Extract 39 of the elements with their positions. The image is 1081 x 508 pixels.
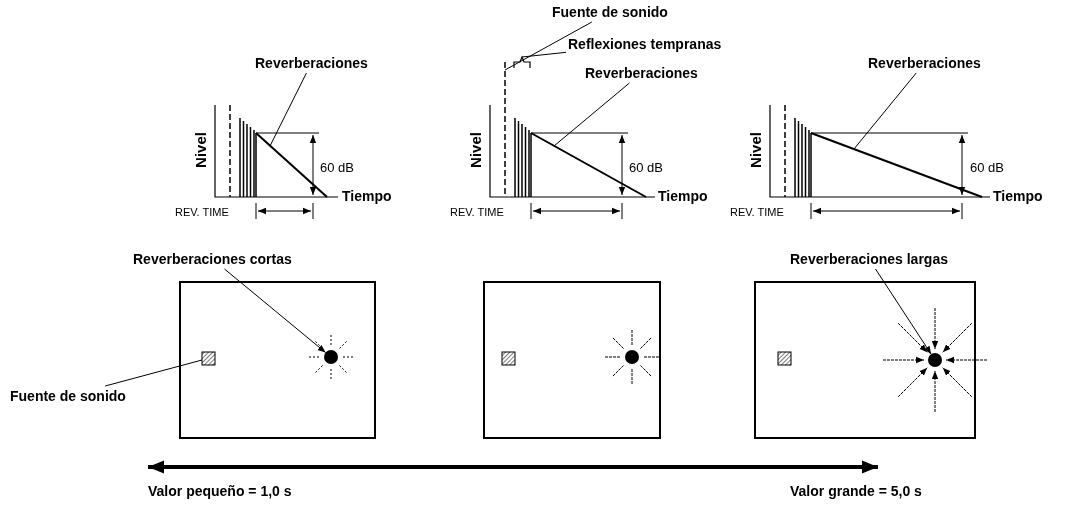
decay-line	[530, 132, 647, 198]
scale-label: Valor grande = 5,0 s	[790, 484, 922, 499]
dimension-label: REV. TIME	[450, 205, 504, 220]
axis-title: Nivel	[467, 132, 483, 168]
dimension-label: REV. TIME	[175, 205, 229, 220]
axis-title: Tiempo	[993, 189, 1043, 204]
dimension-label: 60 dB	[970, 160, 1004, 175]
decay-line	[810, 132, 983, 198]
leader-line	[853, 72, 917, 150]
listener-dot	[625, 350, 639, 364]
leader-line	[224, 268, 327, 354]
sound-source-square	[777, 351, 792, 366]
dimension-label: REV. TIME	[730, 205, 784, 220]
axis-title: Tiempo	[342, 189, 392, 204]
callout-label: Reverberaciones cortas	[133, 251, 292, 267]
callout-label: Fuente de sonido	[552, 4, 668, 20]
callout-label: Reverberaciones	[255, 55, 368, 71]
axis-title: Nivel	[747, 132, 763, 168]
leader-line	[521, 51, 567, 58]
listener-dot	[928, 353, 942, 367]
callout-label: Reverberaciones largas	[790, 251, 948, 267]
sound-source-square	[201, 351, 216, 366]
bracket	[513, 55, 531, 69]
dimension-label: 60 dB	[320, 160, 354, 175]
leader-line	[269, 72, 307, 147]
scale-label: Valor pequeño = 1,0 s	[148, 484, 292, 499]
listener-dot	[324, 350, 338, 364]
leader-line	[504, 21, 593, 71]
leader-line	[553, 82, 630, 147]
callout-label: Reverberaciones	[585, 65, 698, 81]
leader-line	[875, 268, 932, 355]
axis-title: Nivel	[192, 132, 208, 168]
callout-label: Reflexiones tempranas	[568, 36, 722, 52]
sound-source-square	[501, 351, 516, 366]
leader-line	[104, 359, 203, 387]
callout-label: Reverberaciones	[868, 55, 981, 71]
dimension-label: 60 dB	[629, 160, 663, 175]
callout-label: Fuente de sonido	[10, 388, 126, 404]
axis-title: Tiempo	[658, 189, 708, 204]
